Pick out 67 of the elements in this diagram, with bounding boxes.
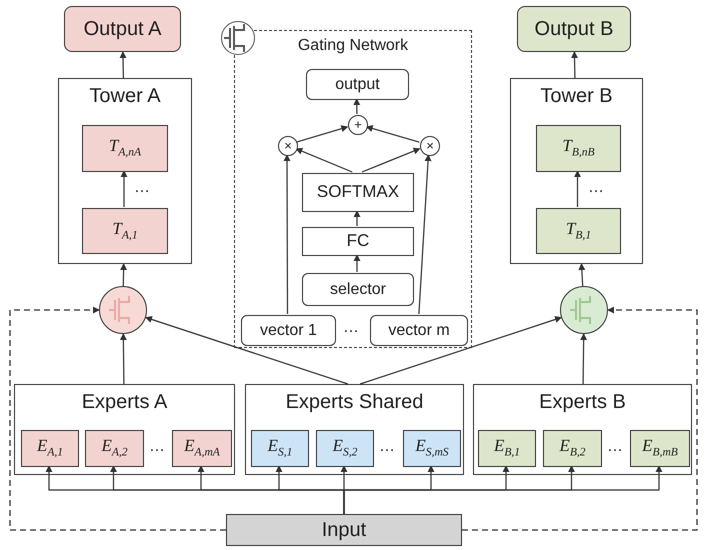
arrow [120,170,128,207]
group-box [510,78,643,264]
group-title: Experts A [82,391,168,413]
arrow [571,51,578,78]
expert-box: E$_{B,mB}$ [630,430,690,467]
group-title: Experts B [539,391,626,413]
operator-circle: × [278,136,298,156]
operator-circle: + [348,115,368,135]
layer-box: T$_{B,1}$ [536,208,621,254]
arrow [120,263,128,286]
group-box [14,384,235,475]
arrow [120,333,127,384]
arrow [578,263,586,286]
arrow [120,51,127,78]
arrow [144,316,348,385]
output-box: Output A [64,6,181,52]
arrow [366,125,420,143]
expert-box: E$_{A,2}$ [85,430,144,467]
dashed-arrow [462,306,698,531]
expert-box: E$_{A,mA}$ [172,430,232,467]
expert-box: E$_{S,1}$ [251,430,309,467]
ellipsis: … [379,438,395,456]
process-box: selector [302,273,414,306]
expert-box: E$_{A,1}$ [21,430,79,467]
gate-circle [99,286,147,334]
ellipsis: … [134,179,150,197]
group-title: Tower A [89,85,161,107]
arrow [580,333,588,384]
arrow [360,316,562,385]
ellipsis: … [343,319,359,337]
arrow [418,154,432,314]
arrow [354,210,360,226]
input-box: Input [226,514,462,546]
group-title: Gating Network [298,37,408,55]
dashed-panel [234,30,472,348]
expert-box: E$_{S,2}$ [316,430,374,467]
expert-box: E$_{B,2}$ [543,430,602,467]
layer-box: T$_{B,nB}$ [536,125,621,172]
process-box: output [306,69,409,100]
arrow [343,465,662,514]
group-title: Tower B [540,85,613,107]
operator-circle: × [420,136,440,156]
process-box: SOFTMAX [302,173,414,212]
gate-circle [560,286,608,334]
group-box [473,384,692,475]
group-box [58,78,192,264]
ellipsis: … [149,438,165,456]
arrow [295,148,352,173]
ellipsis: … [607,438,623,456]
arrow [354,254,360,272]
arrow [574,170,581,207]
expert-box: E$_{B,1}$ [478,430,536,467]
expert-box: E$_{S,mS}$ [403,430,461,467]
layer-box: T$_{A,nA}$ [82,125,168,172]
group-box [245,384,464,475]
ellipsis: … [588,179,604,197]
process-box: vector m [370,315,468,346]
arrow [353,98,360,114]
arrow [362,148,420,173]
layer-box: T$_{A,1}$ [82,208,168,254]
group-title: Experts Shared [286,391,424,413]
output-box: Output B [517,6,631,52]
arrow [284,154,291,314]
process-box: vector 1 [241,315,336,346]
dashed-arrow [9,306,226,531]
process-box: FC [302,227,414,256]
arrow [296,125,348,143]
